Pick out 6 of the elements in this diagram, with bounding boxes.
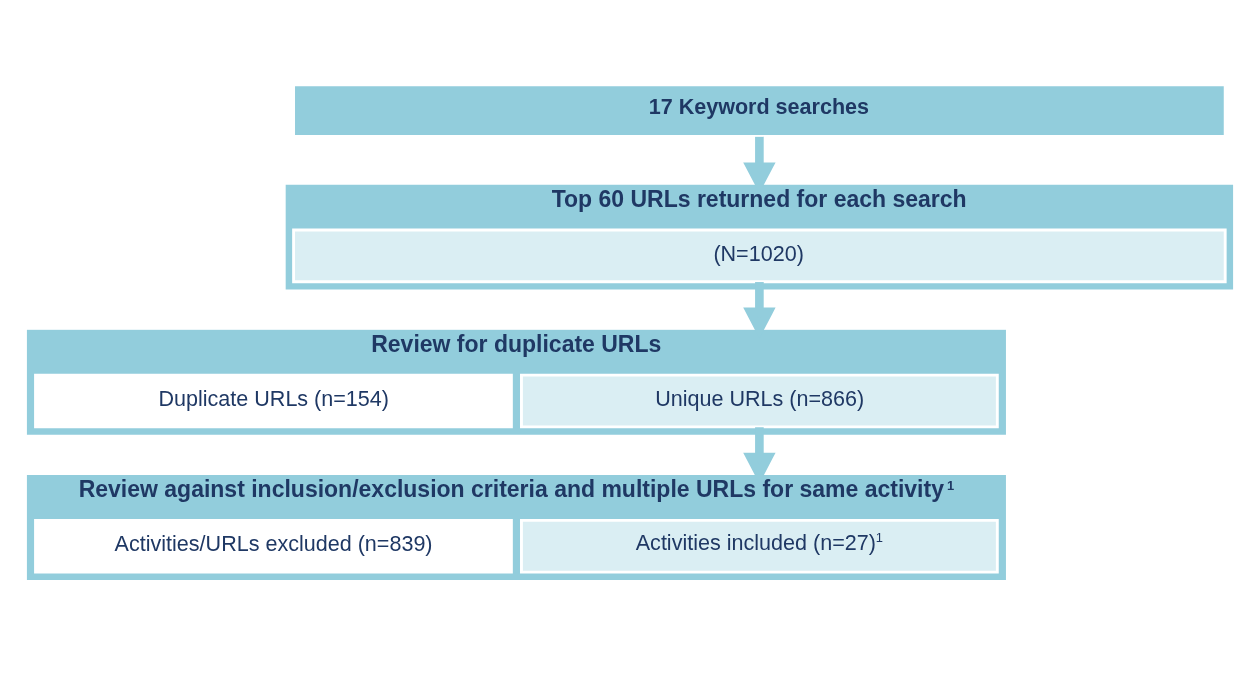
node-box: Duplicate URLs (n=154) <box>34 373 513 429</box>
node-box: Activities included (n=27)$^{1}$ <box>520 518 999 574</box>
node-box: 17 Keyword searches <box>292 83 1227 138</box>
node-box: Activities/URLs excluded (n=839) <box>34 518 513 574</box>
node-box: Unique URLs (n=866) <box>520 373 999 429</box>
node-box: (N=1020) <box>292 228 1227 284</box>
